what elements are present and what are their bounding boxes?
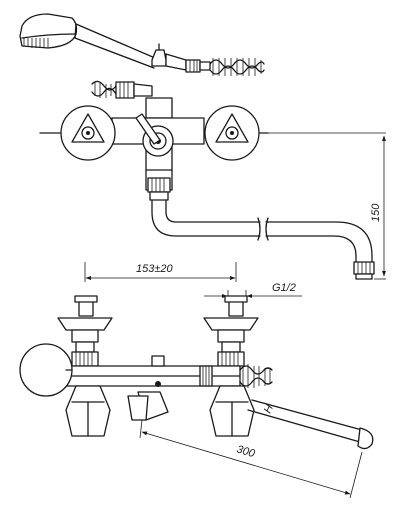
hose-coil-left <box>91 80 153 99</box>
thread-dimension-label: G1/2 <box>272 282 296 294</box>
mixer-body-top <box>111 97 205 201</box>
spout-pipe <box>151 199 386 280</box>
top-view: 150 <box>19 13 386 280</box>
handle-left-front <box>65 385 111 437</box>
spacing-dimension: 153±20 <box>84 262 237 282</box>
valve-right-front <box>203 295 259 367</box>
handle-right-front <box>209 385 255 437</box>
front-view: 153±20 G1/2 <box>19 262 374 499</box>
height-dimension: 150 <box>370 135 386 277</box>
shower-head-front <box>19 343 73 397</box>
shower-head <box>19 13 156 69</box>
hose-pipe-front: H <box>247 399 374 450</box>
hose-coil-front <box>239 364 273 388</box>
handle-left-top <box>39 105 116 161</box>
shower-holder <box>151 43 211 73</box>
diverter-front <box>127 355 169 421</box>
thread-dimension: G1/2 <box>204 282 302 302</box>
hose-dimension: 300 <box>139 419 363 499</box>
hose-coil-top <box>209 58 265 76</box>
spacing-dimension-label: 153±20 <box>136 263 174 275</box>
handle-right-top <box>204 105 269 161</box>
height-dimension-label: 150 <box>370 203 382 222</box>
pipe-marker-label: H <box>262 403 276 415</box>
mixer-body-front <box>63 365 241 387</box>
valve-left-front <box>57 295 113 367</box>
hose-dimension-label: 300 <box>235 443 257 460</box>
